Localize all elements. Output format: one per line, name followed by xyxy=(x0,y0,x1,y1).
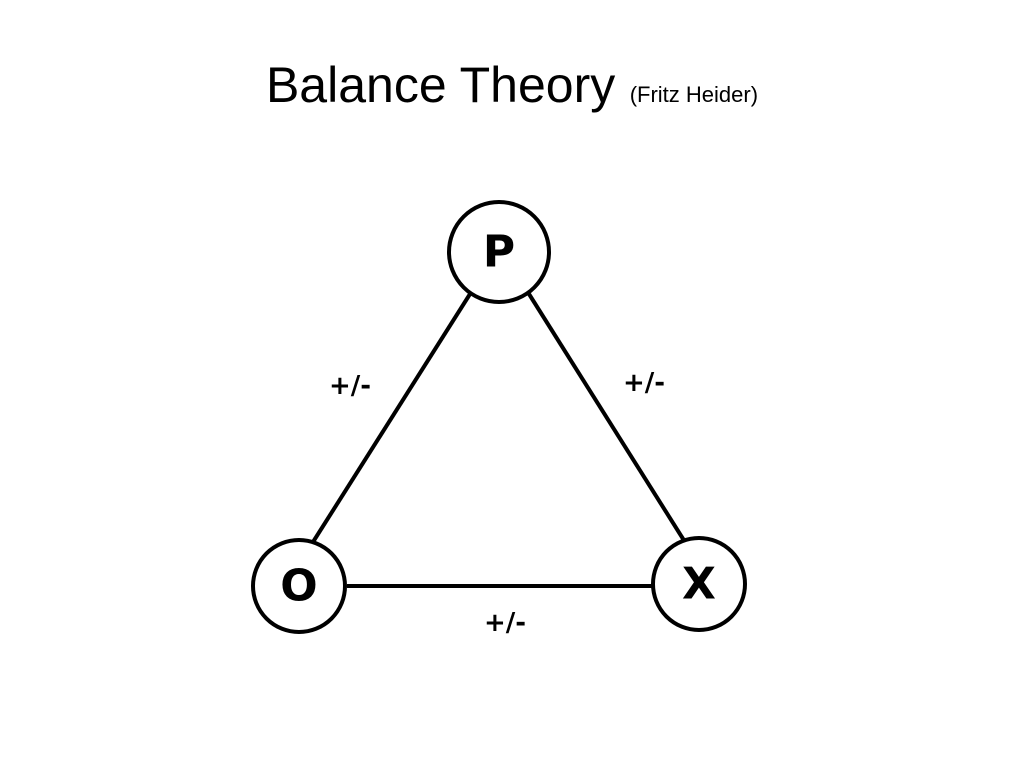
edge-label-p-x: +/- xyxy=(623,368,665,398)
node-x-label: X xyxy=(682,559,716,610)
edge-label-o-x: +/- xyxy=(484,608,526,638)
node-p-label: P xyxy=(483,227,515,278)
node-o-circle xyxy=(251,538,347,634)
edge-p-x xyxy=(527,292,687,544)
title-text: Balance Theory xyxy=(265,57,616,113)
slide-title: Balance Theory (Fritz Heider) xyxy=(0,60,1024,110)
node-x-circle xyxy=(651,536,747,632)
edge-p-o xyxy=(311,292,472,544)
subtitle-text: (Fritz Heider) xyxy=(629,82,759,107)
edge-label-p-o: +/- xyxy=(329,371,371,401)
node-p-circle xyxy=(447,200,551,304)
node-o-label: O xyxy=(280,561,317,612)
node-x: X xyxy=(651,536,747,632)
node-p: P xyxy=(447,200,551,304)
node-o: O xyxy=(251,538,347,634)
